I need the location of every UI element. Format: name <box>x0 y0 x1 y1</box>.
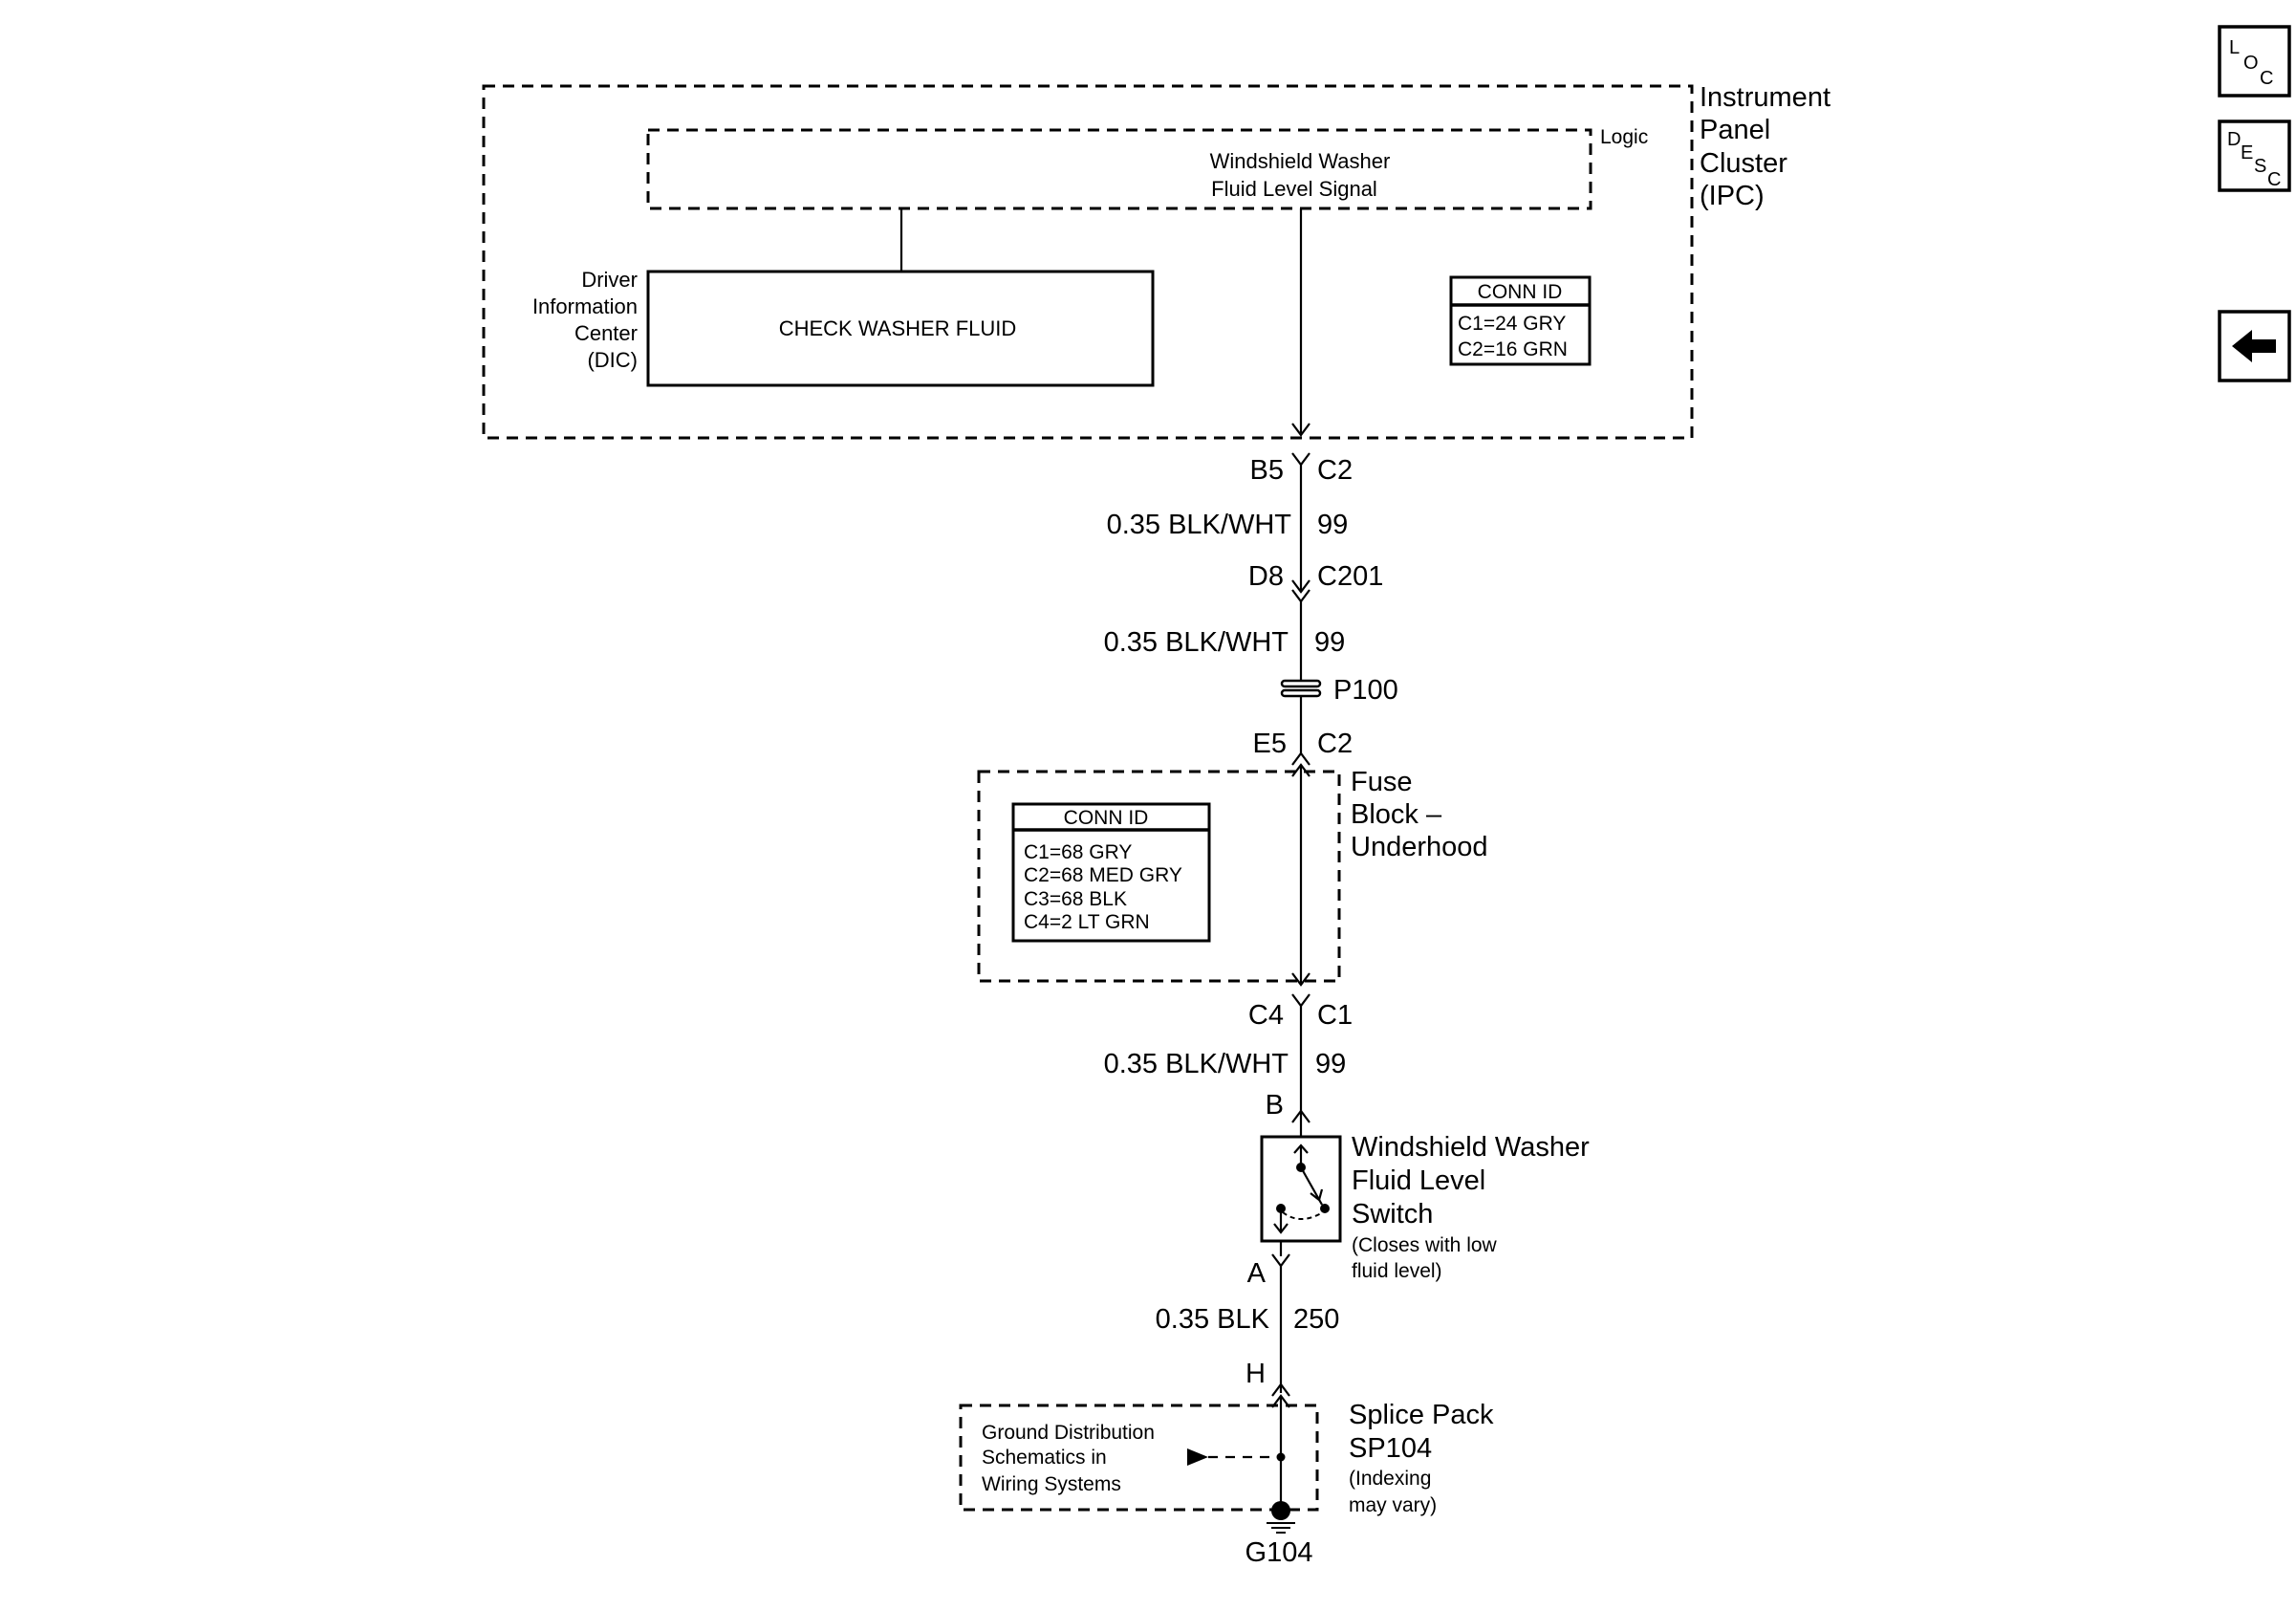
arrow-left-icon <box>2232 330 2276 362</box>
switch-title-line-2: Fluid Level <box>1352 1165 1485 1196</box>
p100-label: P100 <box>1333 675 1398 706</box>
wire-4-label: 0.35 BLK <box>1156 1304 1270 1335</box>
desc-letter-2: E <box>2241 142 2253 163</box>
switch-note-line-2: fluid level) <box>1352 1260 1442 1282</box>
ground-label: G104 <box>1245 1537 1313 1568</box>
switch-top-pin-label: B <box>1266 1090 1284 1121</box>
dic-label-line-2: Information <box>532 294 638 318</box>
signal-label-line-2: Fluid Level Signal <box>1211 177 1377 201</box>
switch-contact-bottom-right <box>1320 1204 1330 1213</box>
ipc-module: Instrument Panel Cluster (IPC) Logic Win… <box>482 82 1830 440</box>
dic-label-line-3: Center <box>574 321 638 345</box>
switch-note-line-1: (Closes with low <box>1352 1234 1498 1256</box>
circuit-250-wire <box>1271 1241 1290 1509</box>
loc-letter-1: L <box>2229 37 2240 58</box>
ground-g104: G104 <box>1245 1501 1313 1568</box>
c201-pin-label: D8 <box>1248 561 1284 592</box>
p100-grommet-top <box>1280 679 1322 688</box>
fuse-conn-id-row-4: C4=2 LT GRN <box>1024 911 1150 933</box>
splice-pin-label: H <box>1245 1359 1266 1389</box>
wire-3-label: 0.35 BLK/WHT <box>1104 1049 1289 1079</box>
ipc-title-line-3: Cluster <box>1700 148 1787 179</box>
wire-1-label: 0.35 BLK/WHT <box>1107 510 1292 540</box>
ipc-conn-id-row-1: C1=24 GRY <box>1458 313 1566 335</box>
desc-letter-4: C <box>2267 169 2281 190</box>
back-button[interactable] <box>2218 310 2291 382</box>
splice-ref-line-3: Wiring Systems <box>982 1473 1121 1495</box>
splice-junction <box>1276 1452 1286 1462</box>
switch-bottom-pin-label: A <box>1247 1258 1267 1289</box>
fuse-conn-id-row-2: C2=68 MED GRY <box>1024 864 1182 886</box>
fuse-conn-id-table: CONN ID C1=68 GRY C2=68 MED GRY C3=68 BL… <box>1011 802 1211 943</box>
loc-button[interactable]: L O C <box>2218 25 2291 98</box>
splice-pack-boundary <box>959 1404 1319 1512</box>
desc-letter-3: S <box>2254 156 2266 177</box>
dic-label-line-4: (DIC) <box>587 348 638 372</box>
switch-title-line-3: Switch <box>1352 1199 1433 1230</box>
desc-letter-1: D <box>2227 129 2241 150</box>
reference-arrow-icon <box>1187 1448 1208 1466</box>
splice-title-line-1: Splice Pack <box>1349 1400 1494 1430</box>
splice-note-line-2: may vary) <box>1349 1494 1437 1516</box>
ipc-conn-id-table: CONN ID C1=24 GRY C2=16 GRN <box>1449 275 1592 366</box>
fuse-out-pin-label: C4 <box>1248 1000 1284 1031</box>
ipc-boundary <box>482 84 1694 440</box>
wire-4-circuit: 250 <box>1293 1304 1339 1335</box>
logic-label: Logic <box>1600 126 1648 148</box>
dic-display-box <box>646 270 1155 387</box>
splice-ref-line-2: Schematics in <box>982 1447 1107 1469</box>
wire-1-circuit: 99 <box>1317 510 1348 540</box>
ipc-title-line-4: (IPC) <box>1700 181 1765 211</box>
loc-letter-3: C <box>2260 68 2273 89</box>
p100-grommet-bottom <box>1280 688 1322 698</box>
dic-label-line-1: Driver <box>581 268 638 292</box>
ipc-connector-label: C2 <box>1317 455 1353 486</box>
fuse-block-title-line-2: Block – <box>1351 799 1442 830</box>
splice-title-line-2: SP104 <box>1349 1433 1432 1464</box>
wire-2-label: 0.35 BLK/WHT <box>1104 627 1289 658</box>
dic-message: CHECK WASHER FLUID <box>779 316 1017 340</box>
fuse-out-connector-label: C1 <box>1317 1000 1353 1031</box>
fuse-in-pin-label: E5 <box>1253 729 1287 759</box>
ipc-pin-label: B5 <box>1250 455 1284 486</box>
fuse-block-title-line-1: Fuse <box>1351 767 1412 797</box>
fuse-block-boundary <box>977 770 1341 983</box>
ipc-title-line-2: Panel <box>1700 115 1770 145</box>
ipc-title-line-1: Instrument <box>1700 82 1830 113</box>
fuse-conn-id-title: CONN ID <box>1064 807 1149 829</box>
wire-2-circuit: 99 <box>1314 627 1345 658</box>
fuse-block-underhood: Fuse Block – Underhood CONN ID C1=68 GRY… <box>977 767 1488 983</box>
ipc-conn-id-row-2: C2=16 GRN <box>1458 338 1568 360</box>
ground-eyelet <box>1271 1501 1290 1520</box>
fuse-conn-id-row-1: C1=68 GRY <box>1024 841 1132 863</box>
ipc-conn-id-title: CONN ID <box>1478 281 1563 303</box>
wire-3-circuit: 99 <box>1315 1049 1346 1079</box>
fuse-in-connector-label: C2 <box>1317 729 1353 759</box>
signal-label-line-1: Windshield Washer <box>1210 149 1391 173</box>
logic-boundary <box>646 128 1592 210</box>
splice-ref-line-1: Ground Distribution <box>982 1422 1155 1444</box>
splice-pack-sp104: Splice Pack SP104 (Indexing may vary) Gr… <box>959 1400 1494 1516</box>
splice-note-line-1: (Indexing <box>1349 1468 1431 1490</box>
loc-letter-2: O <box>2243 53 2259 74</box>
switch-title-line-1: Windshield Washer <box>1352 1132 1590 1163</box>
fuse-conn-id-row-3: C3=68 BLK <box>1024 888 1127 910</box>
circuit-99-wire <box>1280 208 1322 1123</box>
desc-button[interactable]: D E S C <box>2218 120 2291 192</box>
fuse-block-title-line-3: Underhood <box>1351 832 1488 862</box>
c201-connector-label: C201 <box>1317 561 1383 592</box>
fluid-level-switch: Windshield Washer Fluid Level Switch (Cl… <box>1260 1122 1590 1282</box>
